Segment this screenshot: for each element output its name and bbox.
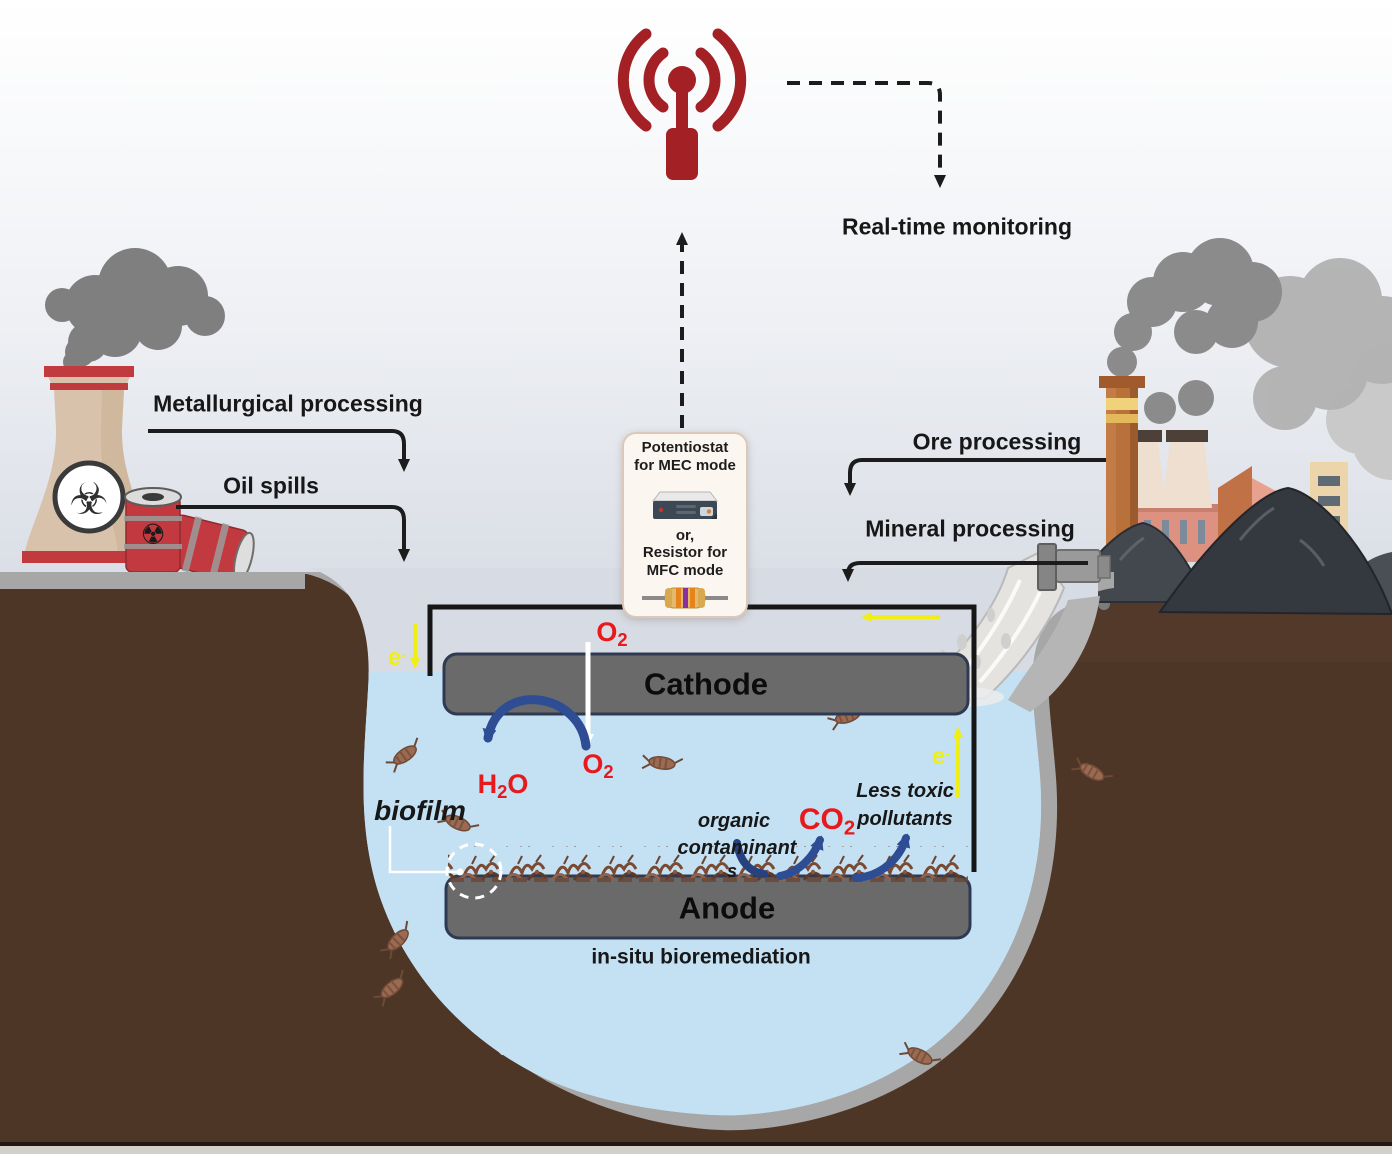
or-label: or, bbox=[675, 526, 695, 544]
biofilm-layer bbox=[448, 846, 968, 884]
h2o-label: H2O bbox=[477, 768, 529, 802]
resistor-label-line1: Resistor for bbox=[642, 544, 728, 562]
o2-label-top: O2 bbox=[596, 616, 628, 650]
tipped-barrel-icon bbox=[164, 514, 255, 583]
standing-barrel-icon bbox=[124, 487, 182, 573]
oil-spills-label: Oil spills bbox=[223, 472, 319, 499]
source-arrows bbox=[148, 429, 1106, 582]
electron-flow-arrows bbox=[410, 612, 963, 798]
bottom-line bbox=[0, 1142, 1392, 1146]
real-time-monitoring-label: Real-time monitoring bbox=[841, 213, 1073, 240]
biofilm-callout bbox=[388, 826, 503, 900]
reaction-arrows bbox=[482, 642, 911, 882]
metallurgical-arrow bbox=[148, 429, 410, 472]
o2-to-h2o-arrow bbox=[482, 695, 591, 751]
ore-processing-arrow bbox=[844, 458, 1106, 496]
left-smoke-cloud bbox=[45, 248, 225, 373]
in-situ-bioremediation-label: in-situ bioremediation bbox=[591, 945, 811, 969]
controller-box: Potentiostat for MEC mode or, Resistor f… bbox=[622, 432, 748, 618]
electron-label-left: e- bbox=[387, 644, 407, 671]
bottom-strip bbox=[0, 1146, 1392, 1154]
to-less-toxic-arrow bbox=[852, 833, 911, 882]
mineral-processing-label: Mineral processing bbox=[865, 515, 1075, 542]
right-smoke-cloud bbox=[1107, 238, 1392, 480]
electron-label-right: e- bbox=[931, 743, 951, 770]
resistor-icon bbox=[642, 587, 728, 609]
potentiostat-label-line2: for MEC mode bbox=[634, 456, 736, 474]
oil-barrels-icon bbox=[124, 487, 260, 599]
organic-label: organic bbox=[697, 810, 771, 832]
potentiostat-icon bbox=[651, 491, 719, 519]
co2-label: CO2 bbox=[798, 802, 856, 840]
biohazard-icon: ☣ bbox=[69, 474, 109, 525]
less-toxic-label: Less toxic bbox=[856, 780, 954, 802]
potentiostat-label-line1: Potentiostat bbox=[641, 439, 729, 457]
oil-spills-arrow bbox=[176, 505, 410, 562]
radiation-icon: ☢ bbox=[140, 518, 166, 551]
telemetry-arrows bbox=[676, 81, 946, 428]
mineral-processing-arrow bbox=[842, 561, 1088, 582]
biofilm-zoom-circle bbox=[445, 842, 503, 900]
effluent-pipe-icon bbox=[1037, 543, 1111, 591]
o2-label-bottom: O2 bbox=[582, 748, 614, 782]
ground-rock-band bbox=[0, 572, 305, 589]
contaminant-into-biofilm-arrow bbox=[733, 839, 768, 878]
metallurgical-processing-label: Metallurgical processing bbox=[153, 390, 423, 417]
contaminant-label: contaminant bbox=[677, 837, 797, 859]
cathode-label: Cathode bbox=[644, 666, 768, 702]
pollutants-label: pollutants bbox=[857, 808, 953, 830]
wireless-antenna-icon bbox=[617, 28, 747, 180]
biofilm-label: biofilm bbox=[374, 795, 466, 826]
cathode-bar bbox=[442, 652, 970, 716]
contaminant-s-label: s bbox=[726, 861, 738, 881]
to-co2-arrow bbox=[776, 835, 824, 880]
ore-processing-label: Ore processing bbox=[912, 428, 1082, 455]
biohazard-badge bbox=[52, 460, 126, 534]
resistor-label-line2: MFC mode bbox=[646, 562, 724, 580]
antenna-to-monitoring-arrow bbox=[787, 81, 946, 188]
anode-label: Anode bbox=[678, 890, 776, 926]
